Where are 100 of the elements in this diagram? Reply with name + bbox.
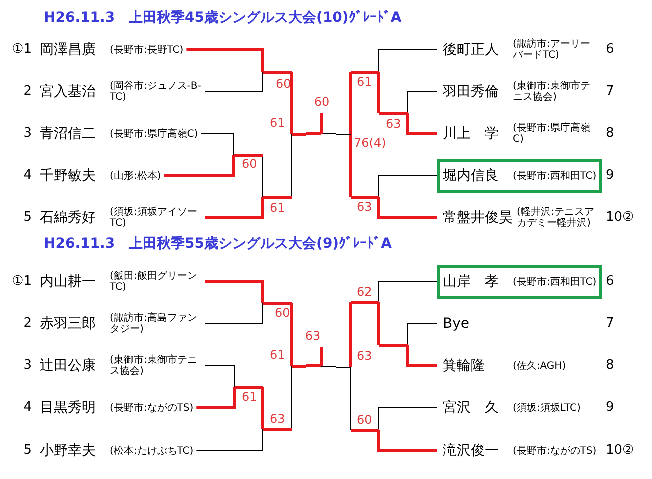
club-name: (諏訪市:高島ファンタジー) xyxy=(110,313,198,335)
score-label: 60 xyxy=(275,307,290,320)
bracket-line xyxy=(306,364,322,368)
bracket-line xyxy=(408,92,438,114)
score-label: 60 xyxy=(314,96,330,109)
club-name: (東御市:東御市テニス協会) xyxy=(513,81,592,103)
bracket-line xyxy=(351,70,379,74)
player-name: 後町正人 xyxy=(443,41,500,59)
player-name: 宮入基治 xyxy=(40,83,97,101)
draw-number: 3 xyxy=(24,358,32,374)
club-name: (長野市:長野TC) xyxy=(110,44,184,56)
club-name: (飯田:飯田グリーンTC) xyxy=(110,271,198,293)
score-label: 63 xyxy=(270,413,286,426)
player-name: 辻田公康 xyxy=(40,357,97,375)
club-name: (長野市:ながのTS) xyxy=(110,402,194,414)
club-name: (長野市:県庁高嶺C) xyxy=(513,123,592,145)
score-label: 61 xyxy=(270,117,286,130)
player-name: 川上 学 xyxy=(443,125,500,143)
draw-number: 9 xyxy=(606,168,614,184)
score-label: 63 xyxy=(357,350,372,363)
player-name: Bye xyxy=(443,316,471,332)
score-label: 61 xyxy=(270,349,286,362)
player-name: 青沼信二 xyxy=(40,125,97,143)
score-label: 62 xyxy=(357,286,372,299)
score-label: 76(4) xyxy=(354,137,386,150)
bracket-line xyxy=(378,282,438,302)
club-name: (松本:たけぶちTC) xyxy=(110,446,194,456)
player-name: 石綿秀好 xyxy=(40,209,97,227)
bracket-line xyxy=(263,302,292,304)
bracket-line xyxy=(406,345,437,368)
bracket-line xyxy=(378,302,380,346)
title: H26.11.3 上田秋季55歳シングルス大会(9)ｸﾞﾚｰﾄﾞA xyxy=(44,235,392,253)
bracket-line xyxy=(378,408,438,430)
bracket-line xyxy=(406,113,437,136)
bracket-line xyxy=(196,428,264,452)
draw-number: 5 xyxy=(24,443,32,459)
draw-number: 4 xyxy=(24,168,32,184)
score-label: 60 xyxy=(276,78,292,91)
player-name: 小野幸夫 xyxy=(40,442,97,460)
player-name: 山岸 孝 xyxy=(443,273,500,291)
bracket-line xyxy=(306,132,322,136)
bracket-line xyxy=(408,324,438,346)
player-name: 目黒秀明 xyxy=(40,399,97,417)
bracket-line xyxy=(351,196,379,198)
player-name: 羽田秀倫 xyxy=(443,83,500,101)
bracket-line xyxy=(164,155,236,178)
bracket-line xyxy=(196,387,236,410)
bracket-line xyxy=(378,176,438,198)
club-name: (軽井沢:テニスアカデミー軽井沢) xyxy=(517,207,596,229)
score-label: 61 xyxy=(270,202,286,215)
club-name: (須坂:須坂LTC) xyxy=(513,402,582,414)
score-label: 63 xyxy=(305,330,321,343)
bracket-line xyxy=(350,366,352,430)
bracket-line xyxy=(378,197,437,220)
bracket-line xyxy=(263,196,292,198)
bracket-line xyxy=(205,280,264,303)
bracket-line xyxy=(204,72,264,92)
bracket-line xyxy=(204,302,264,324)
bracket-line xyxy=(262,386,264,429)
score-label: 60 xyxy=(242,158,258,171)
club-name: (東御市:東御市テニス協会) xyxy=(110,355,198,377)
club-name: (岡谷市:ジュノス-B-TC) xyxy=(110,81,202,103)
bracket-line xyxy=(320,366,336,368)
bracket-line xyxy=(379,344,408,346)
bracket-line xyxy=(186,48,264,72)
bracket-line xyxy=(235,386,263,388)
bracket-line xyxy=(262,154,264,198)
bracket-line xyxy=(351,428,379,432)
bracket-line xyxy=(378,72,380,114)
club-name: (佐久:AGH) xyxy=(513,360,568,372)
highlight-box xyxy=(437,265,602,299)
bracket-line xyxy=(290,70,294,134)
draw-number: 10② xyxy=(606,443,634,459)
club-name: (長野市:西和田TC) xyxy=(513,170,598,182)
draw-number: 6 xyxy=(606,274,614,290)
draw-number: 2 xyxy=(24,84,32,100)
draw-number: 10② xyxy=(606,210,634,226)
score-label: 63 xyxy=(357,201,372,214)
draw-number: ①1 xyxy=(12,274,32,290)
player-name: 箕輪隆 xyxy=(443,357,486,375)
draw-number: 5 xyxy=(24,210,32,226)
draw-number: ①1 xyxy=(12,42,32,58)
draw-number: 8 xyxy=(606,358,614,374)
club-name: (長野市:県庁高嶺C) xyxy=(110,128,198,140)
club-name: (諏訪市:アーリーバードTC) xyxy=(513,39,592,61)
player-name: 堀内信良 xyxy=(443,167,500,185)
title: H26.11.3 上田秋季45歳シングルス大会(10)ｸﾞﾚｰﾄﾞA xyxy=(44,9,402,27)
draw-number: 3 xyxy=(24,126,32,142)
bracket-line xyxy=(336,366,351,368)
club-name: (長野市:西和田TC) xyxy=(513,276,598,288)
bracket-line xyxy=(263,428,292,430)
score-label: 61 xyxy=(242,391,258,404)
bracket-line xyxy=(204,366,236,388)
highlight-box xyxy=(437,159,602,193)
bracket-line xyxy=(263,70,292,74)
draw-number: 2 xyxy=(24,316,32,332)
club-name: (須坂:須坂アイソーTC) xyxy=(110,207,198,229)
bracket-line xyxy=(350,300,352,367)
score-label: 63 xyxy=(386,118,402,131)
club-name: (長野市:ながのTS) xyxy=(513,446,598,456)
